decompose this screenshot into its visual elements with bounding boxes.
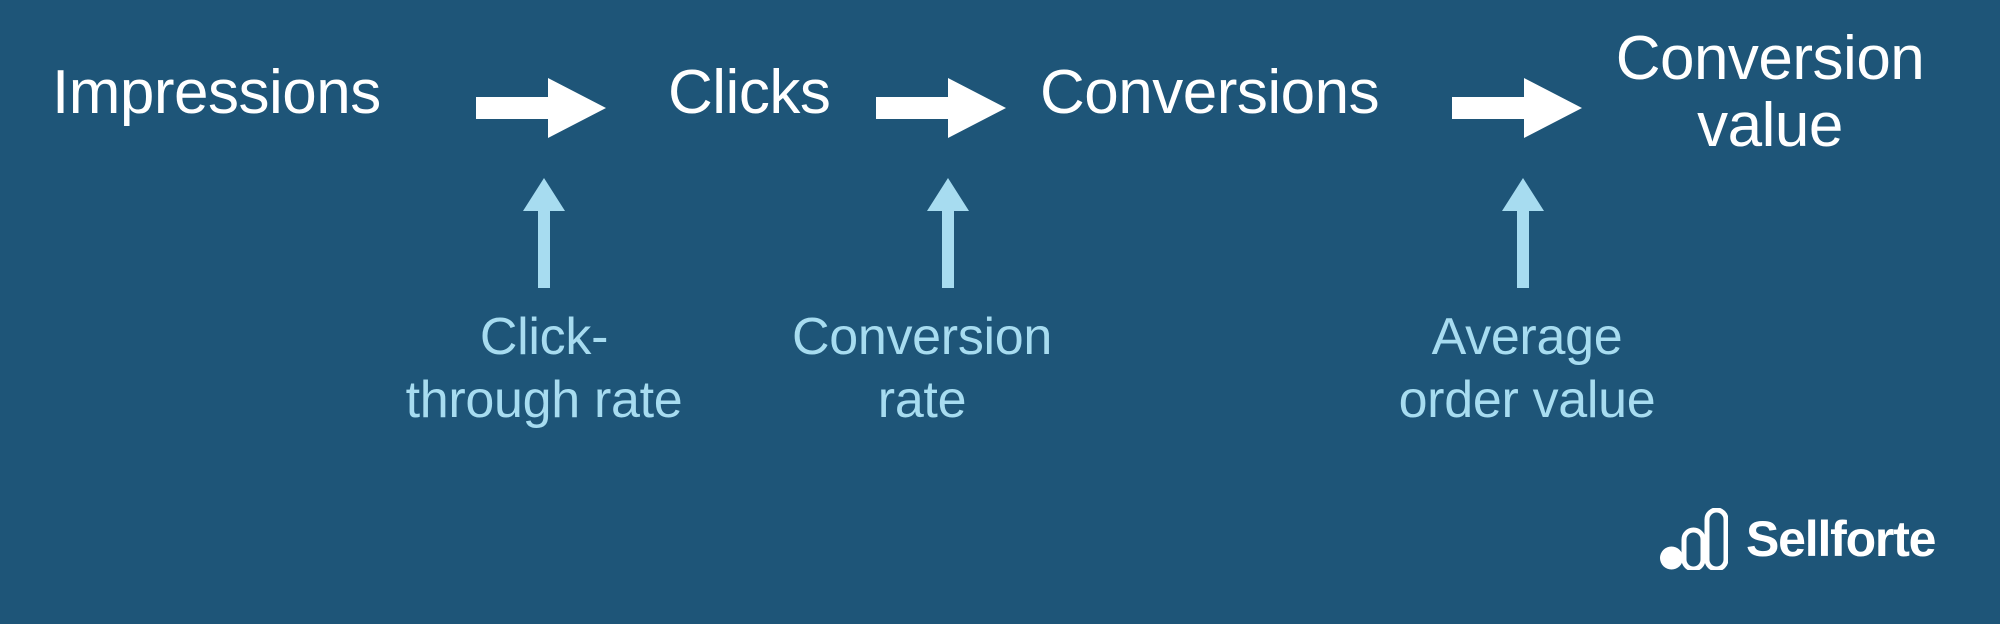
funnel-stage-conversion-value: Conversion value [1615, 24, 1925, 160]
metric-label-click-through-rate: Click- through rate [405, 308, 683, 430]
funnel-stage-conversions: Conversions [1040, 58, 1380, 127]
metric-label-average-order-value: Average order value [1398, 308, 1656, 430]
arrow-up-icon [925, 178, 971, 288]
arrow-right-icon [476, 78, 606, 138]
arrow-up-icon [521, 178, 567, 288]
brand-logo: Sellforte [1660, 506, 1936, 572]
arrow-right-icon [1452, 78, 1582, 138]
brand-name: Sellforte [1746, 511, 1936, 567]
arrow-up-icon [1500, 178, 1546, 288]
metric-label-conversion-rate: Conversion rate [791, 308, 1053, 430]
arrow-right-icon [876, 78, 1006, 138]
sellforte-bars-icon [1660, 508, 1728, 570]
funnel-stage-clicks: Clicks [668, 58, 831, 127]
funnel-stage-impressions: Impressions [52, 58, 381, 127]
funnel-stage-row: Impressions Clicks Conversions Conversio… [0, 0, 2000, 190]
